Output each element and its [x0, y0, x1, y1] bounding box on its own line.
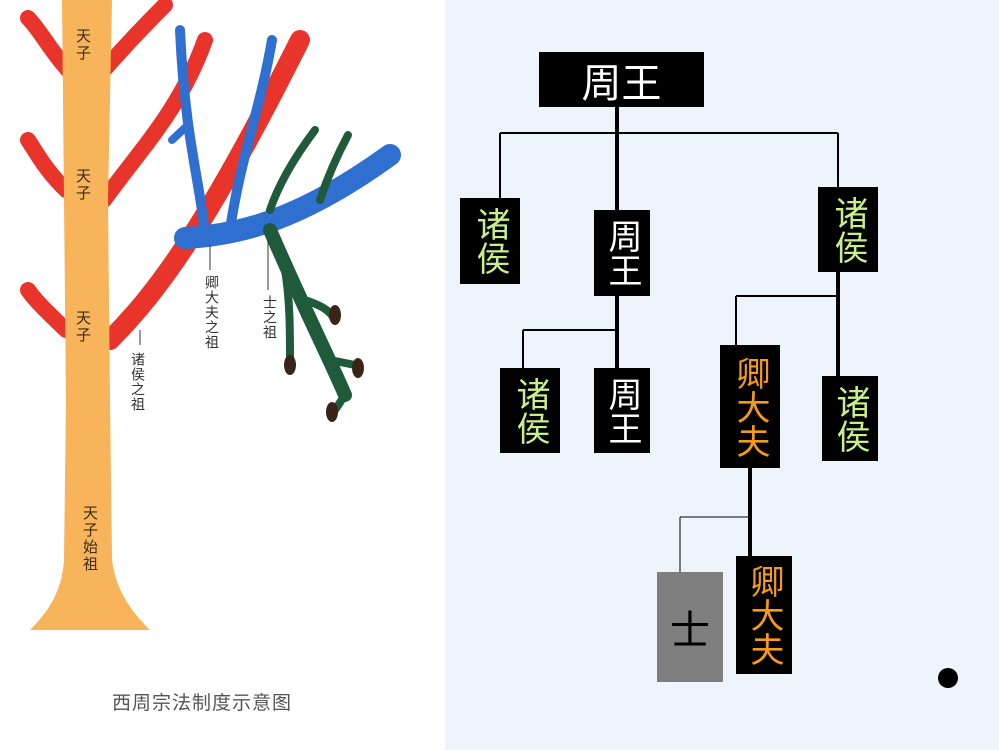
node-zhuhou: 诸侯: [460, 198, 520, 284]
node-label: 周王: [602, 376, 642, 445]
bullet-point: [938, 668, 958, 688]
zongfa-tree-illustration: 天子 天子 天子 天子始祖 诸侯之祖 卿大夫之祖 士之祖 西周宗法制度示意图: [0, 0, 445, 750]
node-label: 诸侯: [830, 384, 870, 453]
green-branch: [326, 356, 359, 369]
figure-caption: 西周宗法制度示意图: [112, 692, 293, 714]
trunk-label: 天子: [74, 168, 92, 202]
red-branch: [96, 0, 173, 78]
red-branch: [20, 282, 74, 338]
trunk-label: 天子: [74, 28, 92, 62]
trunk: [30, 0, 150, 630]
trunk-label: 天子始祖: [81, 505, 99, 573]
node-label: 诸侯: [470, 207, 510, 275]
blue-sub-branch: [225, 35, 277, 235]
node-label: 周王: [602, 219, 642, 287]
tree-drawing: [20, 0, 401, 630]
green-branch: [316, 131, 352, 204]
node-zhuhou: 诸侯: [500, 368, 560, 453]
node-zhuhou: 诸侯: [818, 187, 878, 272]
trunk-label: 天子: [74, 310, 92, 344]
bud: [352, 358, 364, 378]
green-branch: [281, 266, 294, 364]
node-label: 周王: [581, 60, 662, 107]
blue-sub-branch: [175, 25, 210, 240]
node-zhouwang-root: 周王: [539, 52, 704, 107]
bud: [329, 305, 341, 325]
red-branch: [20, 132, 74, 198]
blue-sub-branch: [336, 166, 369, 184]
node-qingdafu: 卿大夫: [720, 345, 780, 468]
branch-label-zhuhou: 诸侯之祖: [129, 352, 145, 412]
blue-sub-branch: [168, 121, 192, 144]
node-label: 诸侯: [510, 376, 550, 445]
node-label: 卿大夫: [730, 355, 770, 458]
node-shi: 士: [657, 572, 723, 682]
bud: [284, 355, 296, 375]
node-label: 卿大夫: [744, 564, 784, 666]
red-branch: [96, 32, 213, 208]
branch-label-qingdafu: 卿大夫之祖: [203, 275, 219, 350]
green-branch: [266, 126, 319, 214]
node-zhouwang: 周王: [594, 368, 650, 453]
node-label: 士: [670, 608, 710, 654]
branch-label-shi: 士之祖: [261, 295, 277, 340]
node-zhouwang: 周王: [594, 210, 650, 296]
bud: [326, 402, 338, 422]
node-label: 诸侯: [828, 195, 868, 264]
node-zhuhou: 诸侯: [822, 376, 878, 461]
node-qingdafu: 卿大夫: [736, 556, 792, 674]
green-branch: [263, 223, 352, 402]
